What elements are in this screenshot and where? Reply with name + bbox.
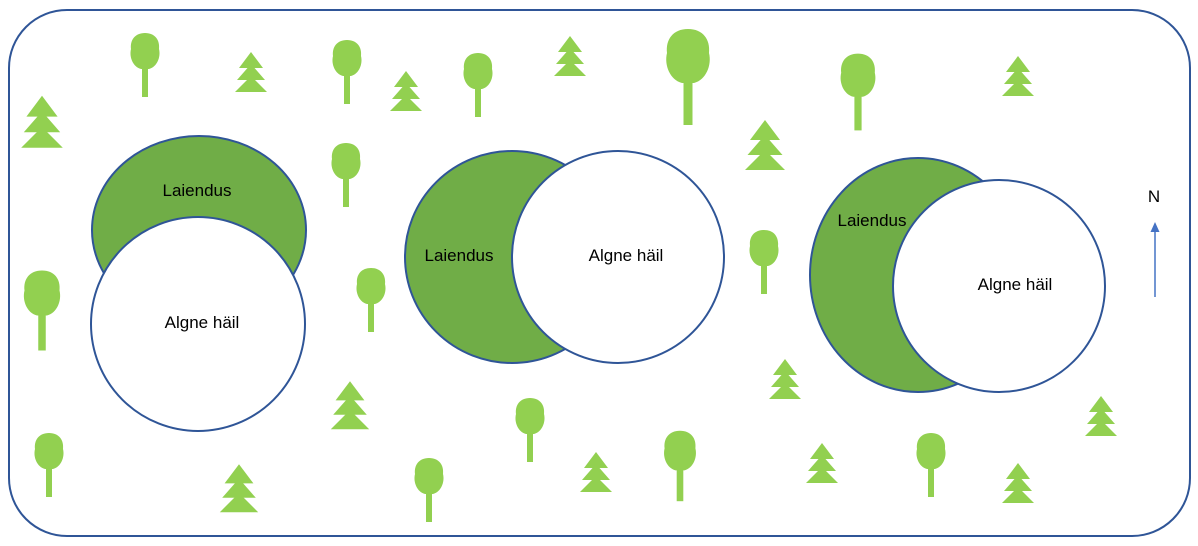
original-gap bbox=[90, 216, 306, 432]
gap-2: Laiendus Algne häil bbox=[404, 150, 725, 364]
extension-label: Laiendus bbox=[837, 211, 906, 230]
original-gap-label: Algne häil bbox=[978, 275, 1053, 294]
original-gap-label: Algne häil bbox=[589, 246, 664, 265]
extension-label: Laiendus bbox=[424, 246, 493, 265]
original-gap bbox=[892, 179, 1106, 393]
original-gap bbox=[511, 150, 725, 364]
north-label: N bbox=[1148, 187, 1160, 206]
gap-1: Laiendus Algne häil bbox=[90, 135, 307, 432]
north-indicator: N bbox=[1148, 187, 1160, 297]
extension-label: Laiendus bbox=[162, 181, 231, 200]
gap-3: Laiendus Algne häil bbox=[809, 157, 1106, 393]
north-arrow-icon bbox=[1150, 222, 1160, 297]
original-gap-label: Algne häil bbox=[165, 313, 240, 332]
